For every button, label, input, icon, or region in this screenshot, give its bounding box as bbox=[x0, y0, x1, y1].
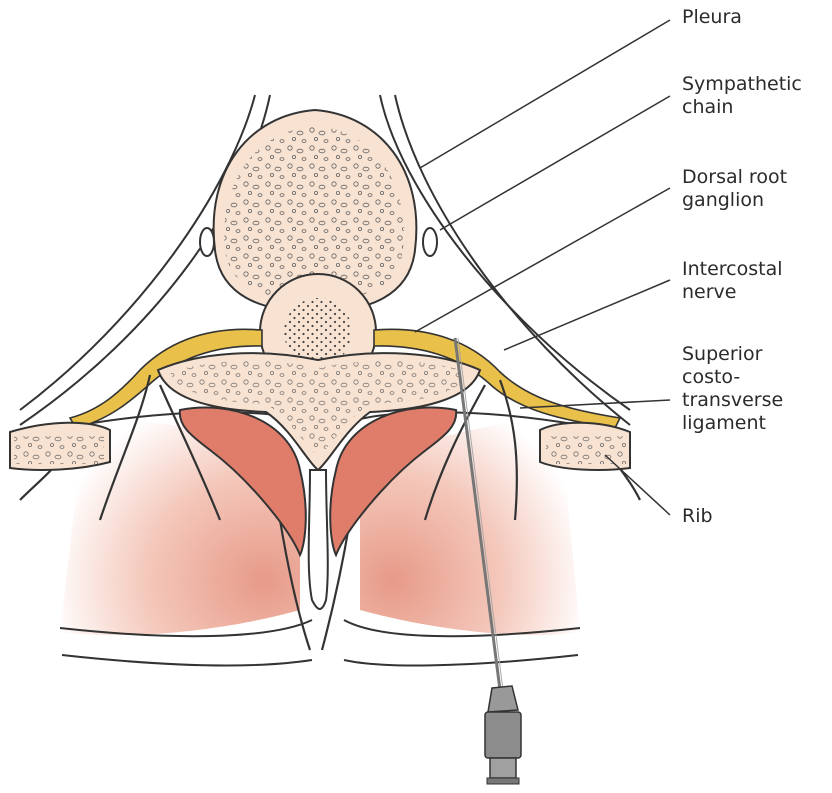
label-sympathetic-chain: Sympathetic chain bbox=[682, 73, 802, 119]
label-rib: Rib bbox=[682, 505, 713, 528]
label-intercostal-nerve: Intercostal nerve bbox=[682, 258, 783, 304]
label-pleura: Pleura bbox=[682, 6, 742, 29]
spinous-process bbox=[309, 470, 328, 609]
label-superior-costotransverse-ligament: Superior costo- transverse ligament bbox=[682, 343, 783, 435]
sympathetic-ganglion-left bbox=[200, 228, 214, 256]
label-dorsal-root-ganglion: Dorsal root ganglion bbox=[682, 166, 787, 212]
sympathetic-ganglion-right bbox=[423, 228, 437, 256]
